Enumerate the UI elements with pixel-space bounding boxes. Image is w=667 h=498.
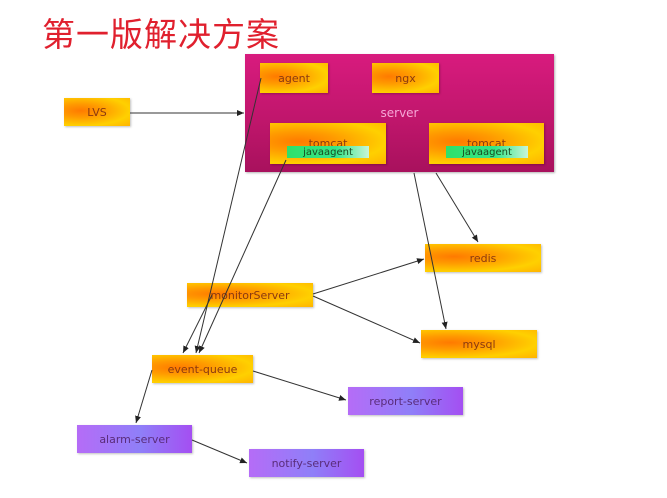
event-queue-node: event-queue bbox=[152, 355, 253, 383]
edge-alarm-notify bbox=[191, 439, 248, 464]
ngx-node: ngx bbox=[372, 63, 439, 93]
edge-monitor-redis bbox=[312, 258, 425, 295]
page-title: 第一版解决方案 bbox=[42, 15, 280, 54]
edge-server-mysql bbox=[413, 172, 448, 330]
edge-server-redis bbox=[435, 172, 479, 243]
report-server-node: report-server bbox=[348, 387, 463, 415]
notify-server-node: notify-server bbox=[249, 449, 364, 477]
javaagent-node-1: javaagent bbox=[287, 146, 369, 158]
alarm-server-node: alarm-server bbox=[77, 425, 192, 453]
edge-tomcat-eventqueue bbox=[198, 159, 287, 354]
agent-node: agent bbox=[260, 63, 328, 93]
edge-eventqueue-alarm bbox=[135, 369, 153, 424]
javaagent-node-2: javaagent bbox=[446, 146, 528, 158]
edge-agent-eventqueue bbox=[194, 77, 262, 354]
tomcat-node-1: tomcat javaagent bbox=[270, 123, 386, 164]
redis-node: redis bbox=[425, 244, 541, 272]
lvs-node: LVS bbox=[64, 98, 130, 126]
server-container: server agent ngx tomcat javaagent tomcat… bbox=[245, 54, 554, 172]
mysql-node: mysql bbox=[421, 330, 537, 358]
monitor-server-node: monitorServer bbox=[187, 283, 313, 307]
edge-eventqueue-report bbox=[252, 370, 347, 401]
server-label: server bbox=[380, 106, 419, 120]
edge-monitor-eventqueue bbox=[182, 294, 213, 354]
tomcat-node-2: tomcat javaagent bbox=[429, 123, 544, 164]
edge-monitor-mysql bbox=[312, 295, 421, 344]
